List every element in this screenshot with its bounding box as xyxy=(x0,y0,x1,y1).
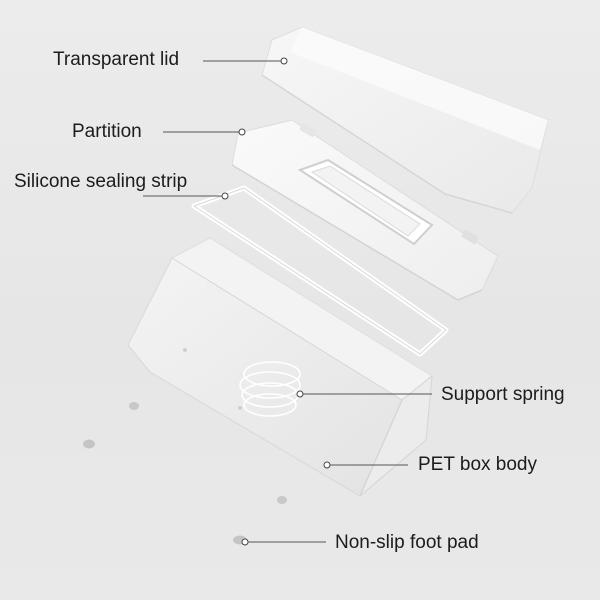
transparent-lid-part xyxy=(261,26,549,214)
label-pet-box-body: PET box body xyxy=(418,454,538,475)
label-support-spring: Support spring xyxy=(441,384,565,405)
label-non-slip-foot-pad: Non-slip foot pad xyxy=(335,532,479,553)
partition-part xyxy=(231,119,499,301)
label-partition: Partition xyxy=(72,121,142,142)
label-silicone-sealing-strip: Silicone sealing strip xyxy=(14,171,188,192)
pet-box-body-part xyxy=(127,237,433,497)
leader-lines xyxy=(143,57,432,546)
label-transparent-lid: Transparent lid xyxy=(53,49,180,70)
